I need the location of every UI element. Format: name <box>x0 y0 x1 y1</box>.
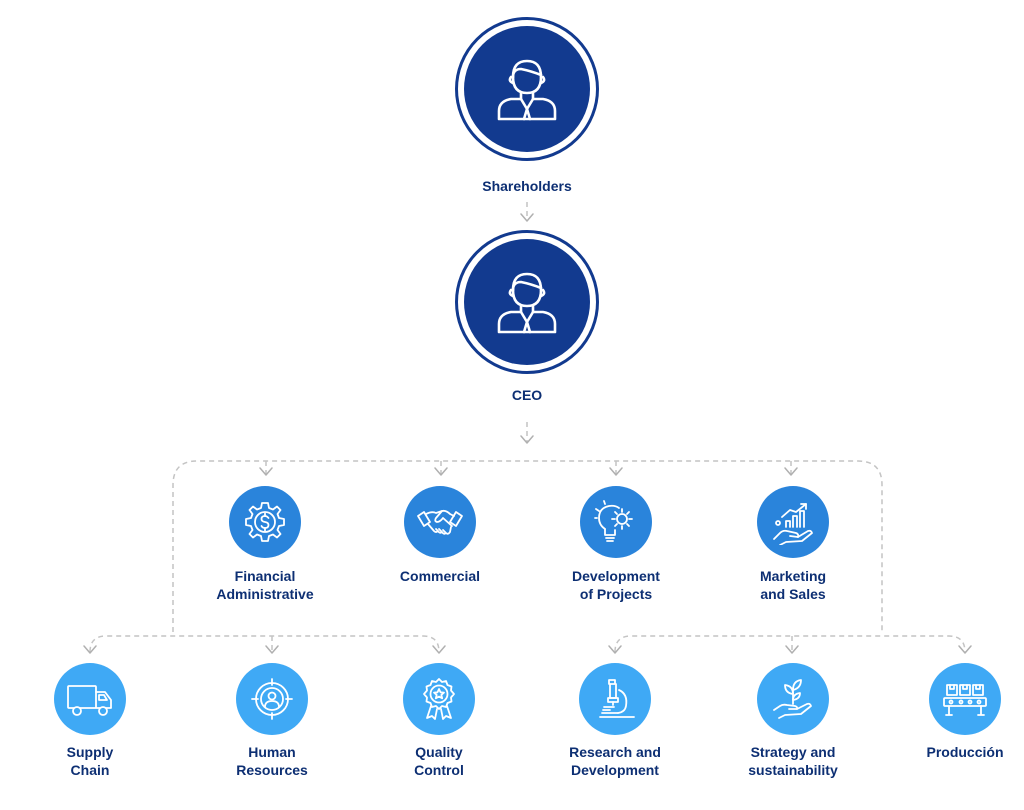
sub-department-circle <box>757 663 829 735</box>
connector-left-sub-bus <box>89 635 440 653</box>
sub-department-label: Supply Chain <box>10 743 170 779</box>
sub-department-circle <box>403 663 475 735</box>
truck-icon <box>67 685 112 716</box>
sub-department-circle <box>54 663 126 735</box>
label-line: Supply <box>66 744 114 760</box>
microscope-icon <box>599 679 635 718</box>
sub-department-strategy-and-sustainability <box>757 663 829 735</box>
sub-department-circle <box>579 663 651 735</box>
arrowhead <box>609 467 623 476</box>
shareholders-label: Shareholders <box>482 178 572 194</box>
arrowhead <box>520 213 534 222</box>
sub-department-label: Human Resources <box>192 743 352 779</box>
ceo-label: CEO <box>511 387 543 403</box>
department-circle <box>229 486 301 558</box>
plant-hand-icon <box>773 679 812 719</box>
department-marketing-and-sales <box>757 486 829 558</box>
department-circle <box>404 486 476 558</box>
arrowhead <box>83 645 97 654</box>
sub-department-quality-control <box>403 663 475 735</box>
label-line: Marketing <box>759 568 827 584</box>
person-target-icon <box>251 678 293 720</box>
arrowhead <box>520 435 534 444</box>
sub-department-human-resources <box>236 663 308 735</box>
sub-department-label: Producción <box>885 743 1024 761</box>
sub-department-label: Research and Development <box>535 743 695 779</box>
person-icon <box>497 59 557 121</box>
arrowhead <box>434 467 448 476</box>
label-line: of Projects <box>579 586 653 602</box>
label-line: Human <box>248 744 296 760</box>
department-label: Financial Administrative <box>185 567 345 603</box>
department-circle <box>757 486 829 558</box>
award-badge-icon <box>423 678 455 720</box>
label-line: Development <box>571 762 659 778</box>
label-line: Chain <box>70 762 110 778</box>
arrowhead <box>265 645 279 654</box>
conveyor-boxes-icon <box>943 684 987 716</box>
arrowhead <box>958 645 972 654</box>
label-line: Administrative <box>216 586 314 602</box>
arrowhead <box>432 645 446 654</box>
department-label: Marketing and Sales <box>713 567 873 603</box>
sub-department-label: Quality Control <box>359 743 519 779</box>
label-line: Financial <box>234 568 296 584</box>
growth-chart-hand-icon <box>773 503 813 545</box>
department-commercial <box>404 486 476 558</box>
connector-department-bus <box>172 460 883 632</box>
shareholders-circle <box>464 26 590 152</box>
department-development-of-projects <box>580 486 652 558</box>
label-line: Strategy and <box>750 744 836 760</box>
label-line: sustainability <box>748 762 838 778</box>
arrowhead <box>784 467 798 476</box>
label-line: and Sales <box>760 586 826 602</box>
label-line: Commercial <box>399 568 481 584</box>
sub-department-circle <box>929 663 1001 735</box>
department-financial-administrative <box>229 486 301 558</box>
label-line: Resources <box>236 762 308 778</box>
connector-right-sub-bus <box>614 635 966 653</box>
arrowhead <box>608 645 622 654</box>
sub-department-produccion <box>929 663 1001 735</box>
ceo-circle <box>464 239 590 365</box>
label-line: Research and <box>569 744 661 760</box>
arrowhead <box>785 645 799 654</box>
sub-department-label: Strategy and sustainability <box>713 743 873 779</box>
lightbulb-gear-icon <box>594 500 633 542</box>
ceo-node <box>455 230 599 374</box>
label-line: Control <box>414 762 464 778</box>
department-circle <box>580 486 652 558</box>
person-icon <box>497 272 557 334</box>
label-line: Producción <box>926 744 1004 760</box>
handshake-icon <box>417 509 463 535</box>
shareholders-node <box>455 17 599 161</box>
sub-department-circle <box>236 663 308 735</box>
dollar-gear-icon <box>245 502 285 542</box>
label-line: Quality <box>415 744 463 760</box>
sub-department-supply-chain <box>54 663 126 735</box>
label-line: Development <box>572 568 660 584</box>
sub-department-research-and-development <box>579 663 651 735</box>
arrowhead <box>259 467 273 476</box>
department-label: Development of Projects <box>536 567 696 603</box>
department-label: Commercial <box>360 567 520 585</box>
